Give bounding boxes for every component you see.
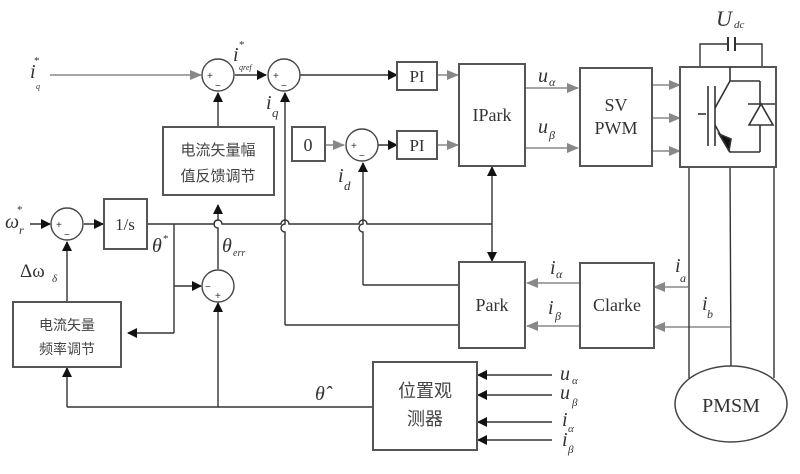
- amp-feedback-label-line1: 电流矢量幅: [180, 141, 255, 159]
- park-block: [458, 261, 526, 349]
- delta-omega-label: Δω: [20, 261, 45, 282]
- sign-minus: −: [281, 81, 287, 92]
- wire-phase-b: [729, 165, 732, 367]
- freq-adjust-block: [12, 301, 122, 368]
- u-beta-sub: β: [548, 128, 555, 142]
- u-alpha-sub: α: [549, 75, 556, 89]
- pi-q-label: PI: [409, 67, 424, 86]
- freq-adjust-label-line2: 频率调节: [39, 341, 95, 358]
- iq-sub: q: [272, 105, 279, 120]
- wire-iq-feedback: [280, 92, 290, 325]
- sum-junction-omega: [50, 207, 84, 241]
- theta-err-sub: err: [233, 248, 245, 259]
- freq-adjust-label-line1: 电流矢量: [39, 318, 95, 334]
- diode-icon: [747, 102, 775, 126]
- u-beta-label: u: [538, 116, 548, 138]
- sign-minus: −: [64, 230, 70, 241]
- observer-label-line2: 测器: [407, 409, 443, 430]
- obs-u-alpha-label: u: [560, 363, 570, 385]
- svpwm-block: [579, 67, 653, 167]
- pi-d-block: [396, 130, 438, 160]
- ib-sub: b: [707, 307, 713, 321]
- amp-feedback-label-line2: 值反馈调节: [180, 167, 255, 185]
- wire-id-feedback: [358, 162, 368, 285]
- obs-i-alpha-sub: α: [568, 423, 574, 435]
- pi-q-block: [396, 61, 438, 91]
- sign-plus: +: [207, 71, 213, 82]
- position-observer-block: [372, 361, 478, 451]
- delta-omega-sub: δ: [52, 273, 58, 285]
- theta-star-label: θ: [152, 235, 162, 257]
- i-beta-label: i: [548, 297, 554, 319]
- ipark-block: [458, 63, 526, 167]
- observer-label-line1: 位置观: [398, 381, 452, 402]
- omega-r-star-sup: *: [17, 204, 23, 216]
- iq-label: i: [266, 92, 272, 114]
- theta-err-label: θ: [222, 235, 232, 257]
- wire-theta-err: [213, 204, 223, 269]
- obs-u-beta-label: u: [560, 382, 570, 404]
- zero-ref-block: [291, 126, 326, 162]
- sign-minus: −: [205, 282, 211, 293]
- iq-star-label: i: [30, 61, 36, 83]
- i-alpha-label: i: [550, 257, 556, 279]
- integrator-label: 1/s: [115, 215, 135, 234]
- sum-junction-d: [345, 128, 379, 162]
- obs-u-alpha-sub: α: [572, 375, 578, 387]
- id-label: i: [338, 165, 344, 187]
- obs-i-beta-sub: β: [567, 444, 574, 456]
- integrator-block: [103, 198, 148, 250]
- park-label: Park: [476, 295, 509, 315]
- i-beta-sub: β: [554, 309, 561, 323]
- ia-sub: a: [680, 271, 686, 285]
- igbt-icon: [698, 67, 761, 154]
- pmsm-label: PMSM: [702, 395, 760, 417]
- theta-star-sup: *: [163, 233, 169, 245]
- svpwm-label-line1: SV: [604, 95, 627, 115]
- obs-u-beta-sub: β: [571, 397, 578, 409]
- iqref-label: i: [233, 44, 239, 66]
- ipark-label: IPark: [473, 105, 512, 125]
- pi-d-label: PI: [409, 136, 424, 155]
- pmsm-motor: [674, 365, 788, 443]
- ia-label: i: [675, 255, 681, 277]
- omega-r-star-sub: r: [19, 223, 24, 237]
- udc-sub: dc: [734, 19, 745, 31]
- wire-theta-star: [147, 219, 492, 225]
- iqref-sub: qref: [239, 63, 253, 72]
- sum-junction-theta-err: [201, 269, 235, 303]
- i-alpha-sub: α: [556, 267, 563, 281]
- sum-junction-q: [267, 58, 301, 92]
- obs-i-beta-label: i: [562, 429, 568, 451]
- iqref-sup: *: [239, 39, 245, 51]
- clarke-block: [579, 262, 655, 349]
- amp-feedback-block: [162, 126, 275, 196]
- sign-plus: +: [351, 141, 357, 152]
- omega-r-star-label: ω: [5, 211, 19, 233]
- sign-minus: −: [359, 151, 365, 162]
- clarke-label: Clarke: [593, 295, 641, 315]
- id-sub: d: [344, 178, 351, 193]
- sign-plus: +: [215, 291, 221, 302]
- iq-star-sub: q: [36, 82, 40, 91]
- sign-plus: +: [273, 71, 279, 82]
- iq-star-sup: *: [34, 55, 40, 67]
- zero-ref-label: 0: [304, 135, 313, 155]
- svpwm-label-line2: PWM: [594, 118, 637, 138]
- udc-label: U: [716, 6, 734, 31]
- sign-minus: −: [215, 81, 221, 92]
- ib-label: i: [702, 293, 708, 315]
- sign-plus: +: [56, 220, 62, 231]
- dc-bus-wire: [699, 43, 763, 67]
- u-alpha-label: u: [538, 65, 548, 87]
- theta-hat-label: θ̂: [315, 383, 333, 405]
- sum-junction-amp: [201, 58, 235, 92]
- obs-i-alpha-label: i: [562, 409, 568, 431]
